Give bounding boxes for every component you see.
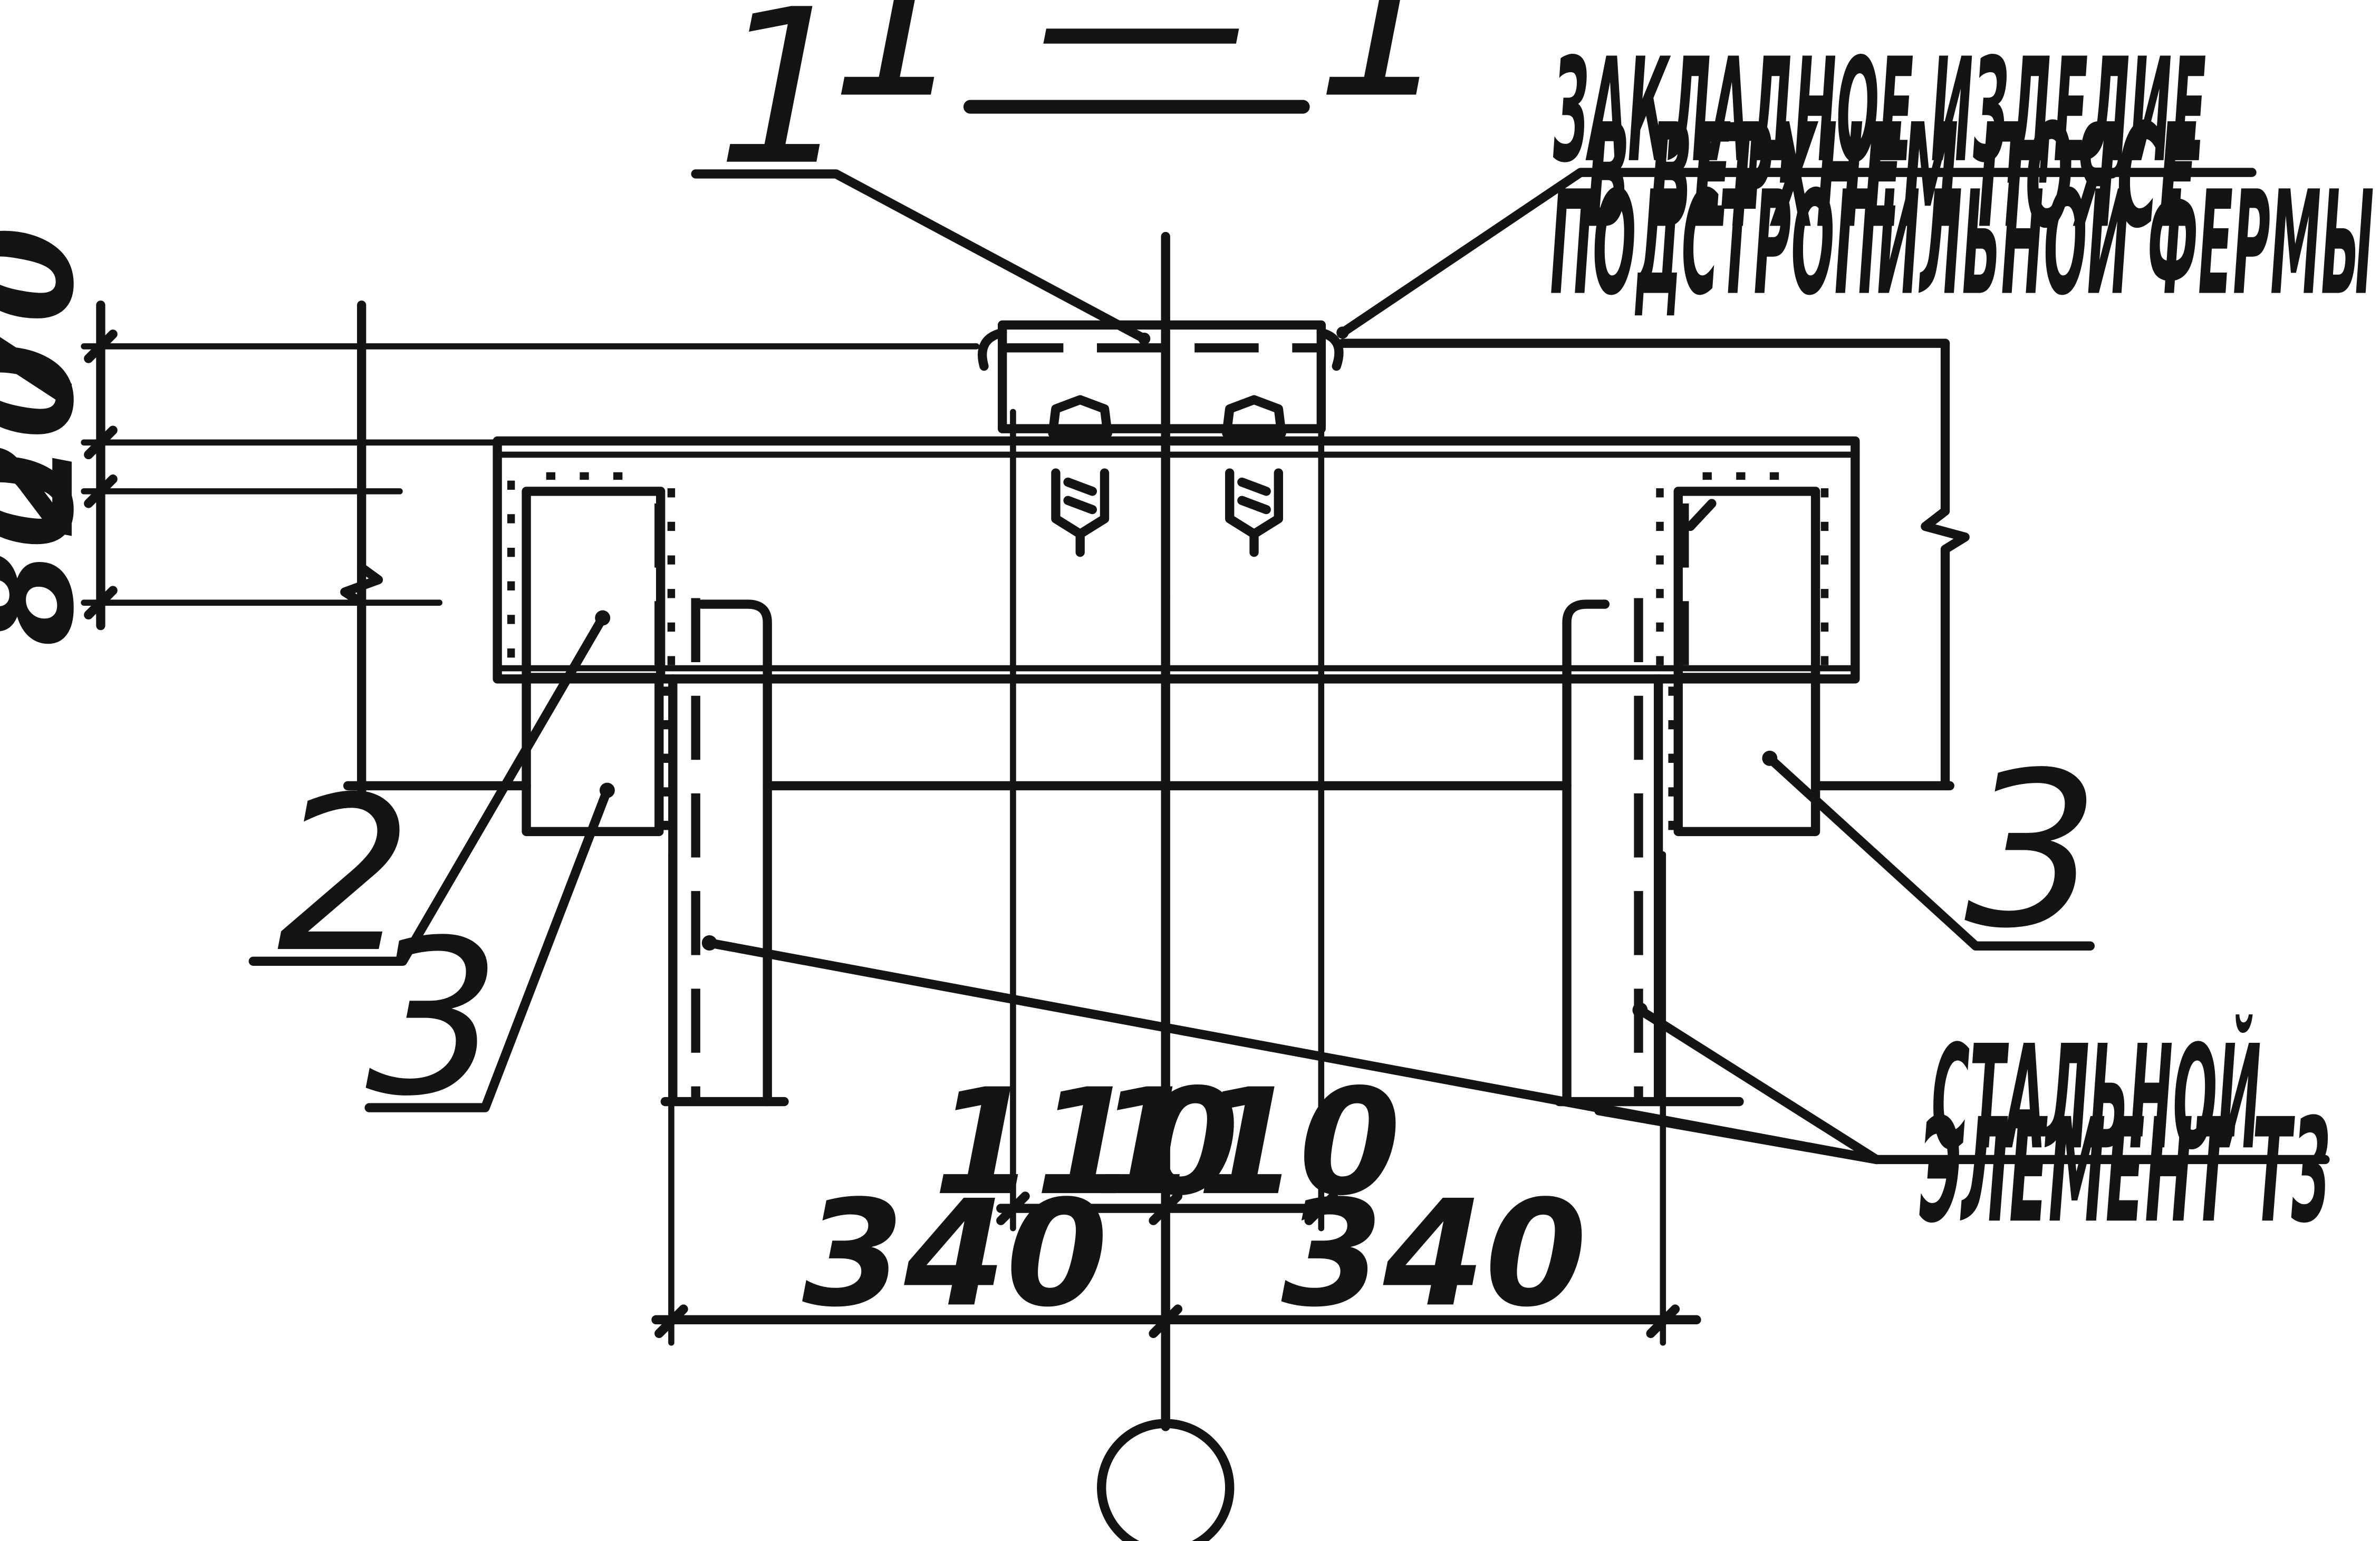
part-3-left-leader-dot [599,782,615,798]
right-stiffener-tick [1685,499,1717,531]
part-3-right-leader [1765,753,2095,951]
bolt-dim-ticks [996,1191,1338,1225]
part-1-label: 1 [716,0,852,212]
embedded-callout-leader-dot [1336,326,1349,339]
bolt-right [1222,395,1286,557]
embedded-item-plate [997,320,1326,433]
steel-callout-dot-right [1632,1002,1648,1018]
part-3-left-leader [364,786,612,1112]
span-dim-ticks [654,1304,1680,1339]
right-stiffener [1673,487,1820,682]
embedded-item-callout: ЗАКЛАДНОЕ ИЗДЕЛИЕ В ВЕРХНЕМ ПОЯСЕ ПОДСТР… [1336,28,2374,339]
embedded-callout-line3: ПОДСТРОПИЛЬНОЙ ФЕРМЫ [1550,159,2374,327]
steel-post-left [660,598,789,1107]
steel-callout-line2: ЭЛЕМЕНТ Т3 [1919,1088,2331,1255]
steel-callout-dot-left [701,935,717,951]
dim-110-left: 110 [933,1057,1239,1228]
beam-center-mark [1161,590,1170,600]
part-1-leader [691,169,1149,344]
left-bracket [522,674,664,836]
main-beam [493,436,1860,684]
part-3-right-leader-dot [1762,750,1778,766]
part-3-right-label: 3 [1964,726,2100,975]
embedded-callout-line1: ЗАКЛАДНОЕ ИЗДЕЛИЕ [1553,28,2206,195]
vdim-ticks [84,329,118,619]
steel-element-callout: СТАЛЬНОЙ ЭЛЕМЕНТ Т3 [701,935,2331,1255]
part-1-leader-dot [1138,332,1151,345]
dim-80: 80 [0,452,105,647]
vdim-secondary-break [340,563,383,607]
steel-callout-leader-mid [1594,1106,1882,1165]
steel-post-right [1554,598,1744,1107]
right-bracket [1673,674,1820,836]
dim-340-right: 340 [1281,1168,1587,1339]
section-title: 1 — 1 [831,0,1452,145]
steel-callout-leader-short [1635,1005,1882,1165]
plate-left-hook [978,328,1007,371]
dim-70: 70 [0,226,105,421]
plate-right-hook [1316,328,1344,371]
dim-340-left: 340 [802,1168,1108,1339]
part-2-leader [248,613,608,966]
steel-callout-line1: СТАЛЬНОЙ [1931,1013,2261,1181]
bolt-left [1048,395,1112,557]
part-3-left-label: 3 [365,894,502,1143]
axis-bubble [1097,1419,1235,1541]
dim-20: 20 [0,342,105,537]
right-break-line [1921,338,1970,791]
left-stiffener [522,487,666,682]
dim-110-right: 110 [1095,1057,1401,1228]
embedded-callout-leader [1338,168,2257,337]
part-2-leader-dot [595,610,611,626]
